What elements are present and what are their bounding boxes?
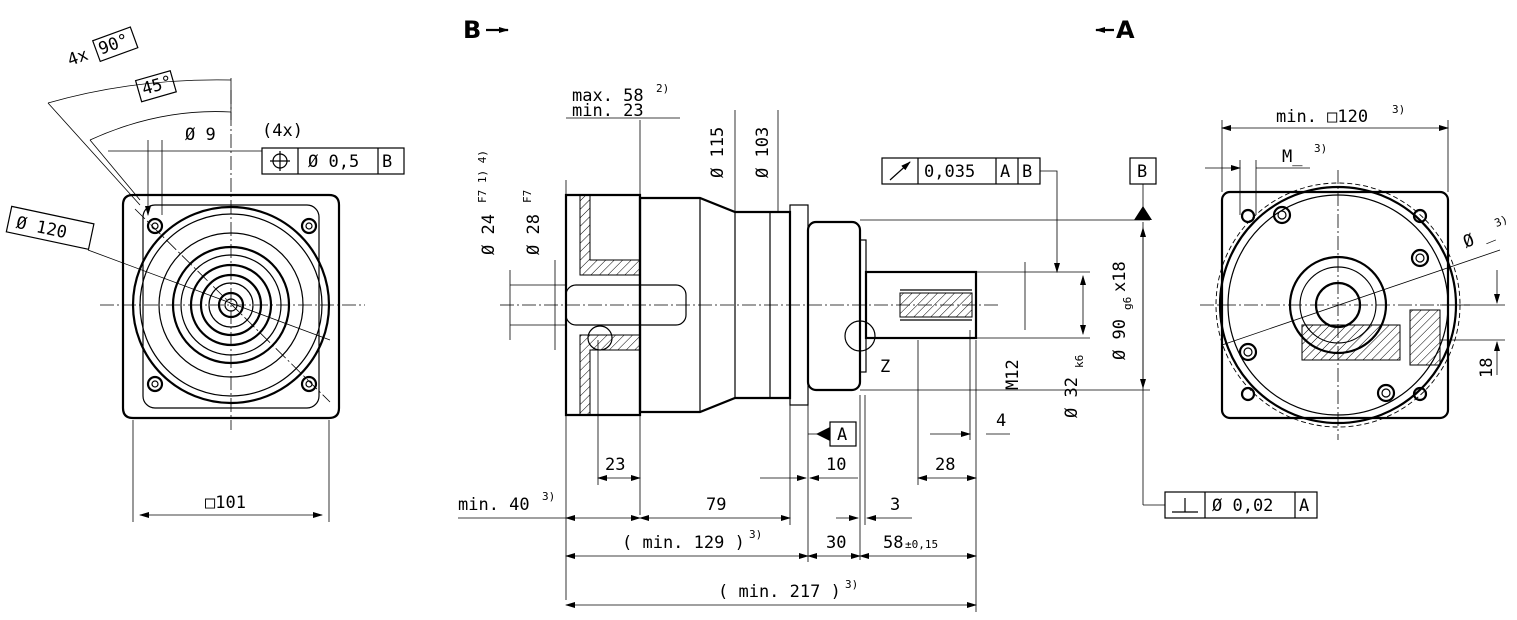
left-view: 4x 90° 45° Ø 9 (4x) Ø 0,5 B Ø 120 □1 <box>5 26 405 522</box>
dim-30: 30 <box>826 533 846 553</box>
position-datum: B <box>382 152 392 172</box>
dim-min40: min. 40 <box>458 495 530 515</box>
pilot-dia: Ø 90 <box>1110 319 1130 360</box>
dim-58: 58 <box>883 533 903 553</box>
perp-datum: A <box>1299 496 1309 516</box>
runout-datum-a: A <box>1000 162 1010 182</box>
dim-min40-note: 3) <box>542 490 555 503</box>
dim-min129: ( min. 129 ) <box>622 533 745 553</box>
right-view: min. □120 3) M_ 3) Ø _ 3) 18 <box>1200 103 1510 440</box>
detail-z: Z <box>880 357 890 377</box>
dim-min129-note: 3) <box>749 528 762 541</box>
min-sq-note: 3) <box>1392 103 1405 116</box>
dim-min217: ( min. 217 ) <box>718 582 841 602</box>
dim-28: 28 <box>935 455 955 475</box>
pilot-depth: x18 <box>1110 261 1130 292</box>
flange-square <box>121 193 341 420</box>
bore-28: Ø 28 <box>524 214 544 255</box>
dim-58-tol: ±0,15 <box>905 538 938 551</box>
dim-23: 23 <box>605 455 625 475</box>
thread-m12: M12 <box>1003 359 1023 390</box>
shaft-fit: k6 <box>1073 355 1086 368</box>
hole-count: (4x) <box>262 121 303 141</box>
max-len: max. 58 <box>572 86 644 106</box>
angle-count: 4x <box>65 45 91 71</box>
dim-79: 79 <box>706 495 726 515</box>
view-label-b: B <box>463 16 481 44</box>
thread-m: M_ <box>1282 147 1303 167</box>
min-len: min. 23 <box>572 101 644 121</box>
pilot-fit: g6 <box>1121 297 1134 310</box>
dim-10: 10 <box>826 455 846 475</box>
dim-4: 4 <box>996 411 1006 431</box>
dim-3: 3 <box>890 495 900 515</box>
max-len-note: 2) <box>656 82 669 95</box>
thread-m-note: 3) <box>1314 142 1327 155</box>
view-label-a: A <box>1116 16 1135 44</box>
bore-24: Ø 24 <box>479 214 499 255</box>
bore-24-fit: F7 1) 4) <box>476 150 489 203</box>
dim-min217-note: 3) <box>845 578 858 591</box>
angle-outer: 90° <box>96 30 132 59</box>
shaft-dia: Ø 32 <box>1062 377 1082 418</box>
dia-note: Ø _ <box>1460 222 1497 252</box>
min-sq: min. □120 <box>1276 107 1368 127</box>
runout-tol: 0,035 <box>924 162 975 182</box>
dia-115: Ø 115 <box>708 127 728 178</box>
angle-inner: 45° <box>140 72 175 100</box>
dia-note-sup: 3) <box>1493 213 1510 230</box>
datum-a-box: A <box>837 425 847 445</box>
square-dim: □101 <box>205 493 246 513</box>
datum-b-box: B <box>1137 162 1147 182</box>
side-view: Z max. 58 2) min. 23 Ø 24 F7 1) 4) Ø 28 … <box>458 82 1318 612</box>
dim-18: 18 <box>1477 358 1497 378</box>
position-tol: Ø 0,5 <box>308 152 359 172</box>
dia-103: Ø 103 <box>753 127 773 178</box>
perp-tol: Ø 0,02 <box>1212 496 1273 516</box>
bore-28-fit: F7 <box>521 190 534 203</box>
pcd-dia: Ø 120 <box>14 213 68 243</box>
hole-dia: Ø 9 <box>185 125 216 145</box>
runout-datum-b: B <box>1022 162 1032 182</box>
